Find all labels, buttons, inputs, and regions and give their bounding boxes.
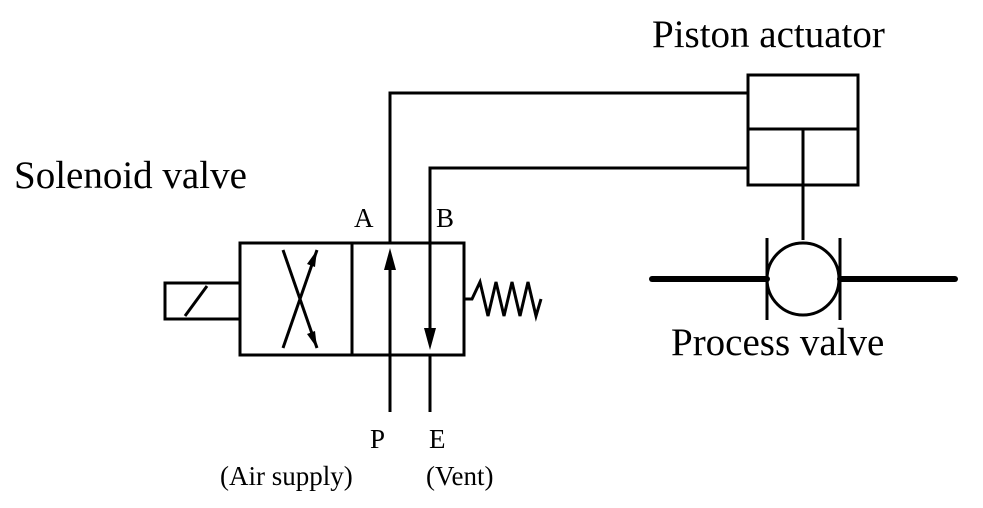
flow-arrow-down-head (424, 328, 436, 350)
cross-arrow-down-head (307, 331, 317, 348)
valve-ball (765, 241, 841, 317)
return-spring (464, 277, 543, 322)
process-valve-label: Process valve (671, 321, 884, 364)
solenoid-coil (163, 281, 242, 321)
piston-actuator (746, 73, 860, 240)
cross-arrow-up-head (307, 250, 317, 267)
flow-arrow-up-head (384, 248, 396, 270)
port-p-label: P (370, 424, 385, 454)
process-valve (649, 238, 958, 320)
port-b-label: B (436, 203, 454, 233)
vent-label: (Vent) (426, 461, 493, 491)
pipe-b (428, 166, 748, 243)
solenoid-valve-label: Solenoid valve (14, 154, 247, 197)
air-supply-label: (Air supply) (220, 461, 353, 491)
piston-actuator-label: Piston actuator (652, 13, 885, 56)
cross-flow-line-2 (281, 249, 319, 349)
port-e-label: E (429, 424, 446, 454)
solenoid-valve-body (238, 241, 466, 357)
pipe-a (388, 91, 748, 243)
port-a-label: A (354, 203, 374, 233)
